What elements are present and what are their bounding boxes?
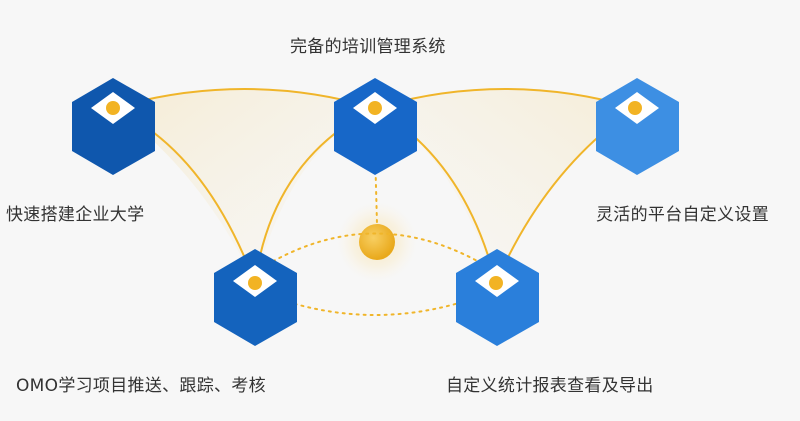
label-top-left: 快速搭建企业大学 bbox=[6, 205, 145, 225]
dotted-connectors bbox=[254, 149, 497, 316]
node-top-center bbox=[334, 78, 417, 175]
label-top-right: 灵活的平台自定义设置 bbox=[596, 205, 769, 225]
node-top-right bbox=[596, 78, 679, 175]
hexagon-icon bbox=[214, 249, 297, 346]
node-dot bbox=[628, 101, 642, 115]
shaded-region-left bbox=[113, 89, 375, 283]
node-bottom-left bbox=[214, 249, 297, 346]
node-dot bbox=[106, 101, 120, 115]
label-top-center: 完备的培训管理系统 bbox=[290, 37, 446, 57]
shaded-region-right bbox=[375, 89, 635, 283]
hexagon-icon bbox=[456, 249, 539, 346]
label-bottom-right: 自定义统计报表查看及导出 bbox=[446, 376, 654, 396]
hexagon-icon bbox=[334, 78, 417, 175]
node-dot bbox=[368, 101, 382, 115]
node-top-left bbox=[72, 78, 155, 175]
hexagon-icon bbox=[72, 78, 155, 175]
label-bottom-left: OMO学习项目推送、跟踪、考核 bbox=[16, 376, 266, 396]
hexagon-icon bbox=[596, 78, 679, 175]
node-bottom-right bbox=[456, 249, 539, 346]
center-ball bbox=[359, 224, 395, 260]
node-dot bbox=[248, 276, 262, 290]
node-dot bbox=[489, 276, 503, 290]
